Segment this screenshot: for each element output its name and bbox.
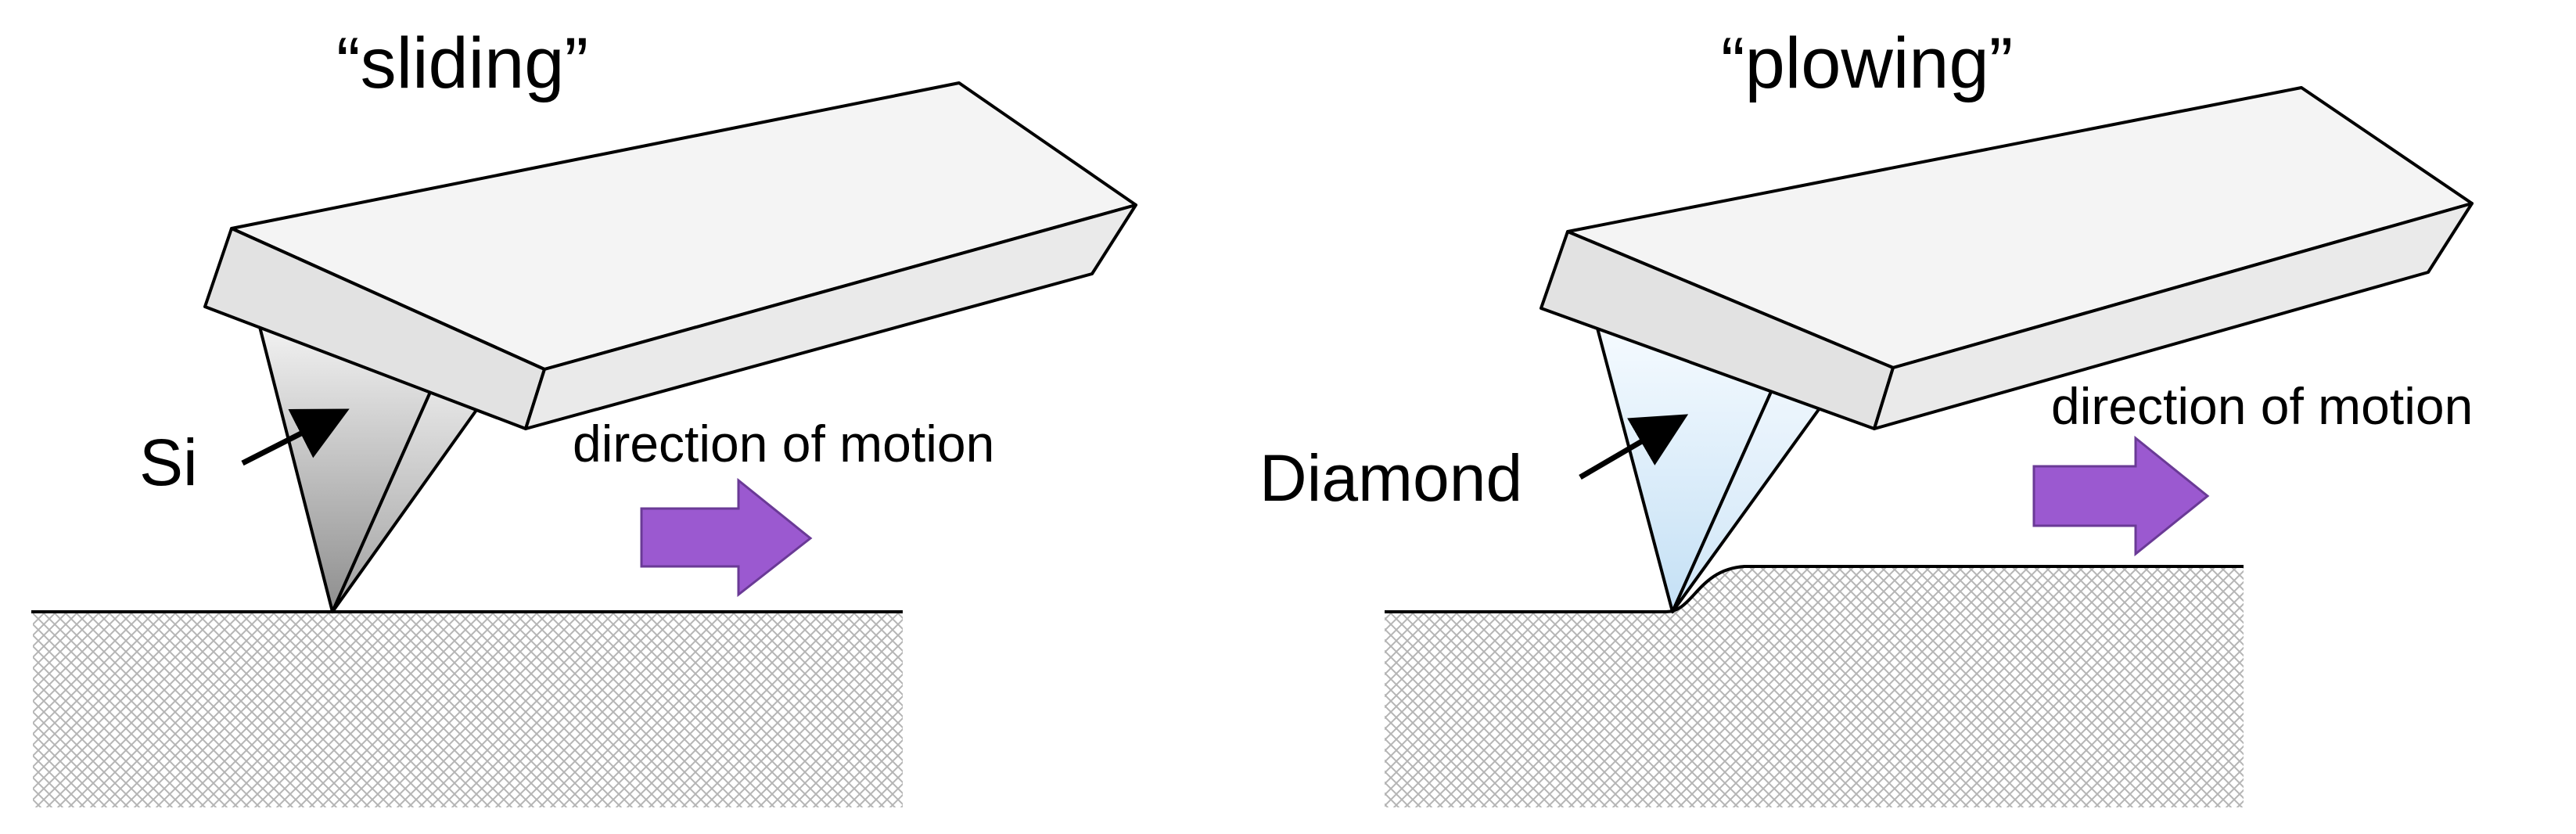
plowing-substrate (1385, 566, 2244, 807)
plowing-panel: “plowing” Diamond direction of motion (1259, 23, 2474, 807)
sliding-substrate (33, 612, 903, 807)
diamond-label: Diamond (1259, 441, 1522, 515)
plowing-motion-arrow (2032, 435, 2210, 557)
sliding-motion-arrow (640, 477, 813, 598)
sliding-direction-label: direction of motion (573, 415, 994, 473)
sliding-panel: “sliding” Si direction of motion (31, 23, 1137, 807)
si-pointer-arrow (241, 408, 350, 466)
sliding-title: “sliding” (336, 23, 588, 103)
diamond-pointer-arrow (1579, 414, 1689, 480)
plowing-direction-label: direction of motion (2051, 377, 2473, 435)
plowing-cantilever (1539, 86, 2474, 430)
plowing-title: “plowing” (1721, 23, 2013, 103)
si-label: Si (139, 426, 198, 499)
sliding-cantilever (203, 81, 1137, 430)
